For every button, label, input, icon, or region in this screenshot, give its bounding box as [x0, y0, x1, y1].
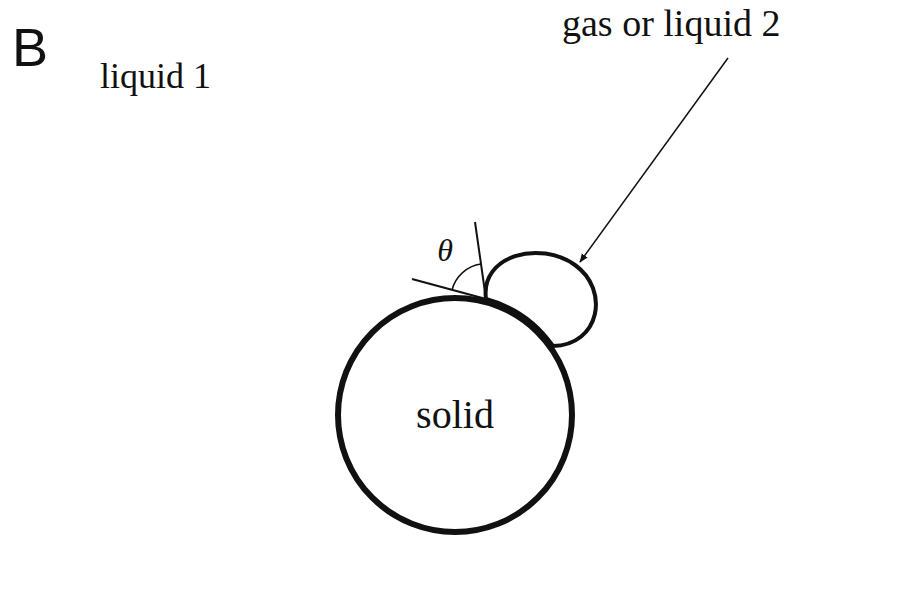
circle-border — [338, 298, 572, 532]
region-label: liquid 1 — [100, 56, 211, 97]
panel-letter: B — [12, 16, 48, 78]
liquid-fill — [88, 12, 922, 585]
angle-arc — [452, 264, 481, 290]
shape-label: solid — [416, 392, 494, 438]
angle-symbol: θ — [437, 232, 453, 269]
solid-particle: solid — [335, 295, 575, 535]
phase-label: gas or liquid 2 — [562, 2, 780, 46]
interface-line — [475, 222, 486, 299]
liquid-region: liquid 1 solid — [88, 12, 922, 585]
leader-arrow — [580, 58, 728, 262]
